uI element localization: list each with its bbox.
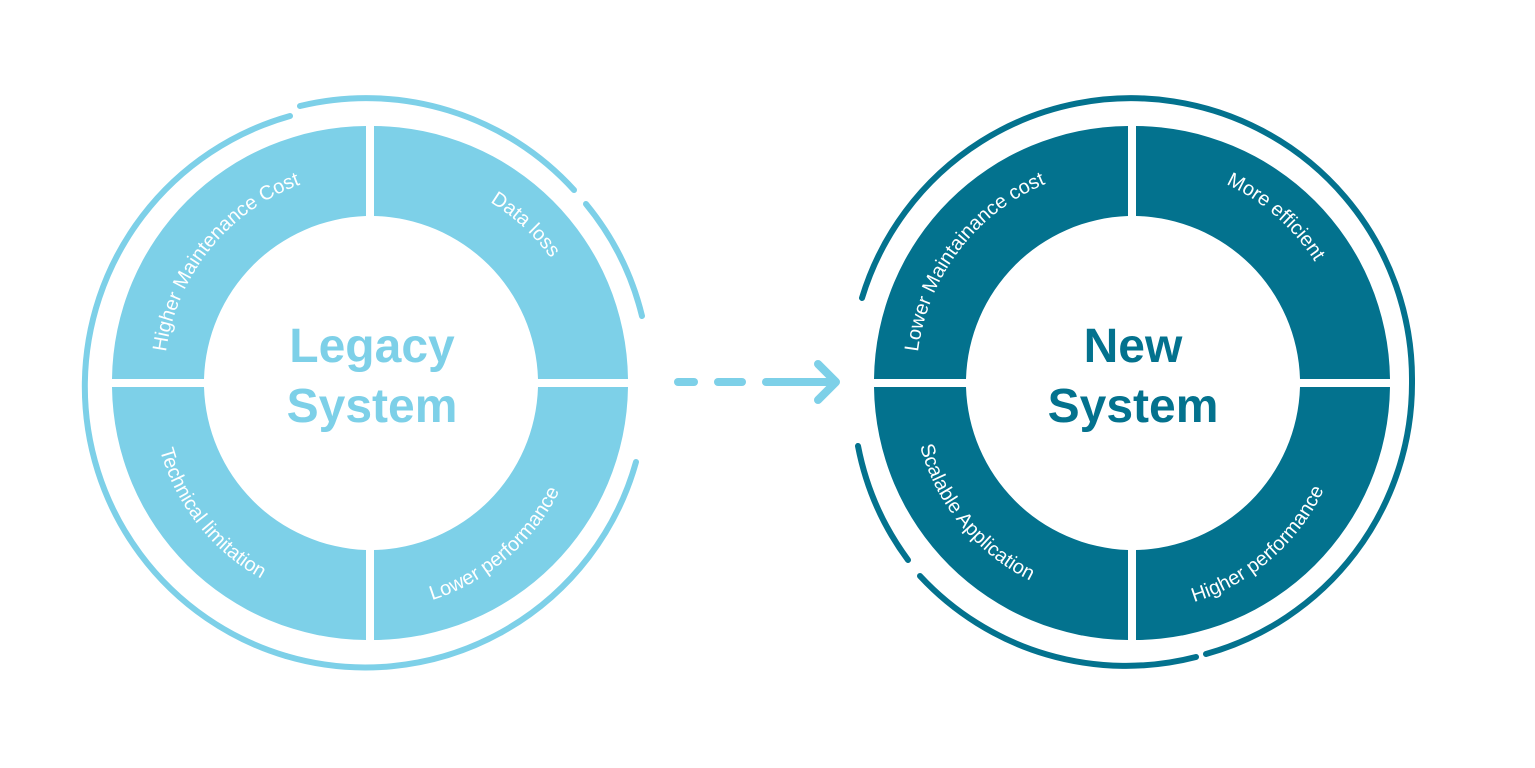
legacy-segment-top-right — [374, 126, 628, 379]
legacy-outer-ring — [81, 95, 645, 671]
new-segment-top-right — [1136, 126, 1390, 379]
dashed-arrow-right-icon — [674, 360, 840, 404]
new-segment-bottom-right — [1136, 387, 1390, 640]
new-system-diagram: Lower Maintainance cost More efficient S… — [855, 95, 1416, 669]
legacy-segment-bottom-left — [112, 387, 366, 640]
legacy-segment-top-left — [112, 126, 366, 379]
new-title-line1: New — [1084, 320, 1183, 373]
legacy-title-line1: Legacy — [289, 320, 455, 373]
new-ring-segments — [874, 126, 1390, 640]
new-outer-ring — [855, 95, 1416, 669]
legacy-system-diagram: Higher Maintenance Cost Data loss Techni… — [81, 95, 645, 671]
new-segment-bottom-left — [874, 387, 1128, 640]
legacy-segment-bottom-right — [374, 387, 628, 640]
legacy-ring-segments — [112, 126, 628, 640]
legacy-title-line2: System — [287, 380, 458, 433]
new-segment-top-left — [874, 126, 1128, 379]
new-title-line2: System — [1048, 380, 1219, 433]
